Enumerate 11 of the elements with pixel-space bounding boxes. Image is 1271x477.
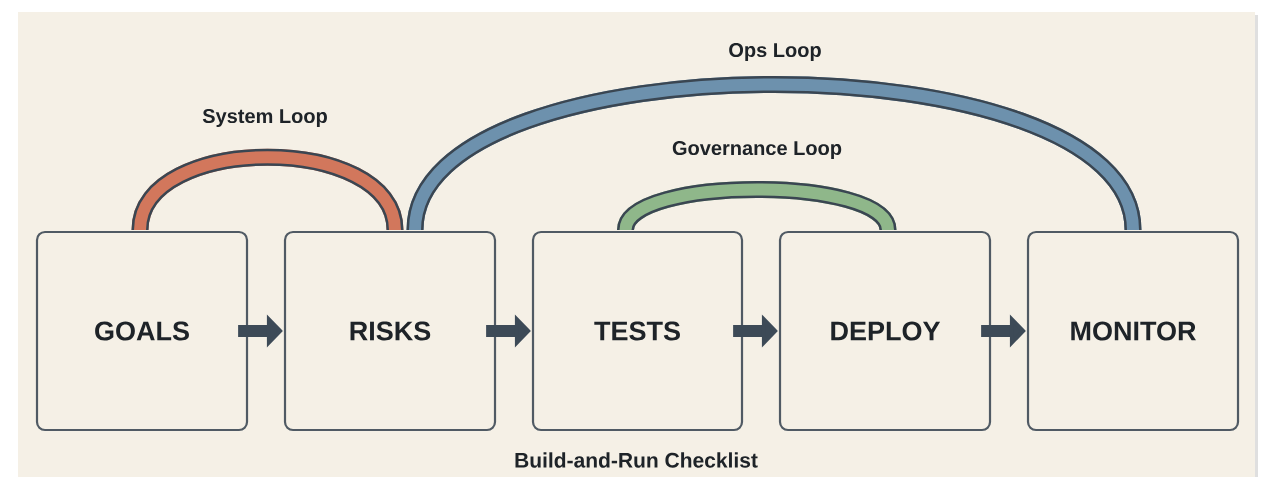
edge-label: Governance Loop xyxy=(672,140,842,160)
edge-label: Ops Loop xyxy=(729,42,821,62)
process-box: GOALS xyxy=(35,230,249,432)
loop-band xyxy=(131,148,404,232)
edge-label: System Loop xyxy=(202,108,327,128)
process-box: TESTS xyxy=(531,230,744,432)
process-box: MONITOR xyxy=(1026,230,1240,432)
loop-band xyxy=(406,76,1142,233)
caption: Build-and-Run Checklist xyxy=(515,452,758,468)
process-box: RISKS xyxy=(283,230,497,432)
process-box: DEPLOY xyxy=(778,230,992,432)
